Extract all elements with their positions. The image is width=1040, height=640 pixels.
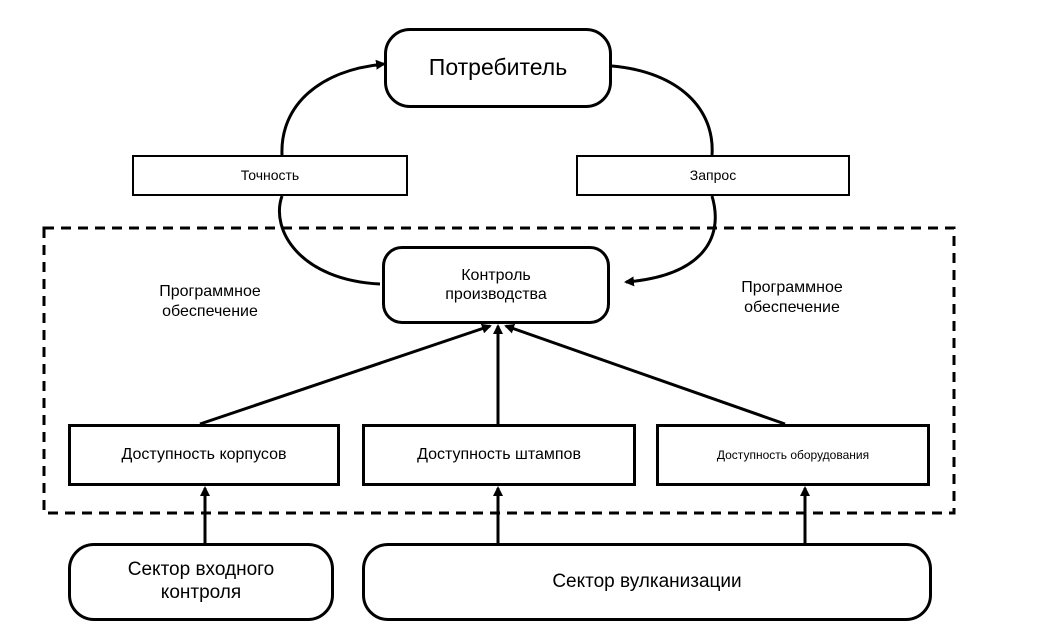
curve-accuracy-to-consumer bbox=[280, 59, 386, 156]
accuracy-label: Точность bbox=[240, 167, 300, 184]
request-label: Запрос bbox=[689, 167, 737, 184]
production-control-node: Контроль производства bbox=[382, 246, 610, 324]
arrow-equipment-to-control bbox=[504, 323, 786, 426]
availability-equipment-label: Доступность оборудования bbox=[716, 447, 870, 462]
curve-control-to-accuracy bbox=[277, 195, 381, 286]
consumer-label: Потребитель bbox=[428, 54, 568, 81]
input-control-sector-node: Сектор входного контроля bbox=[68, 543, 334, 621]
availability-equipment-node: Доступность оборудования bbox=[656, 424, 930, 486]
curve-request-to-control bbox=[624, 195, 717, 287]
arrow-casings-to-control bbox=[199, 323, 492, 426]
curve-consumer-to-request bbox=[611, 64, 714, 156]
request-node: Запрос bbox=[576, 155, 850, 196]
production-control-label: Контроль производства bbox=[445, 266, 547, 303]
software-label-right: Программное обеспечение bbox=[741, 279, 843, 316]
availability-casings-label: Доступность корпусов bbox=[121, 446, 287, 464]
availability-casings-node: Доступность корпусов bbox=[68, 424, 340, 486]
software-label-left: Программное обеспечение bbox=[159, 283, 261, 320]
accuracy-node: Точность bbox=[132, 155, 408, 196]
availability-molds-label: Доступность штампов bbox=[417, 446, 581, 464]
vulcanization-sector-label: Сектор вулканизации bbox=[552, 570, 742, 592]
consumer-node: Потребитель bbox=[384, 28, 612, 108]
vulcanization-sector-node: Сектор вулканизации bbox=[362, 543, 932, 621]
availability-molds-node: Доступность штампов bbox=[362, 424, 636, 486]
input-control-sector-label: Сектор входного контроля bbox=[127, 559, 275, 603]
